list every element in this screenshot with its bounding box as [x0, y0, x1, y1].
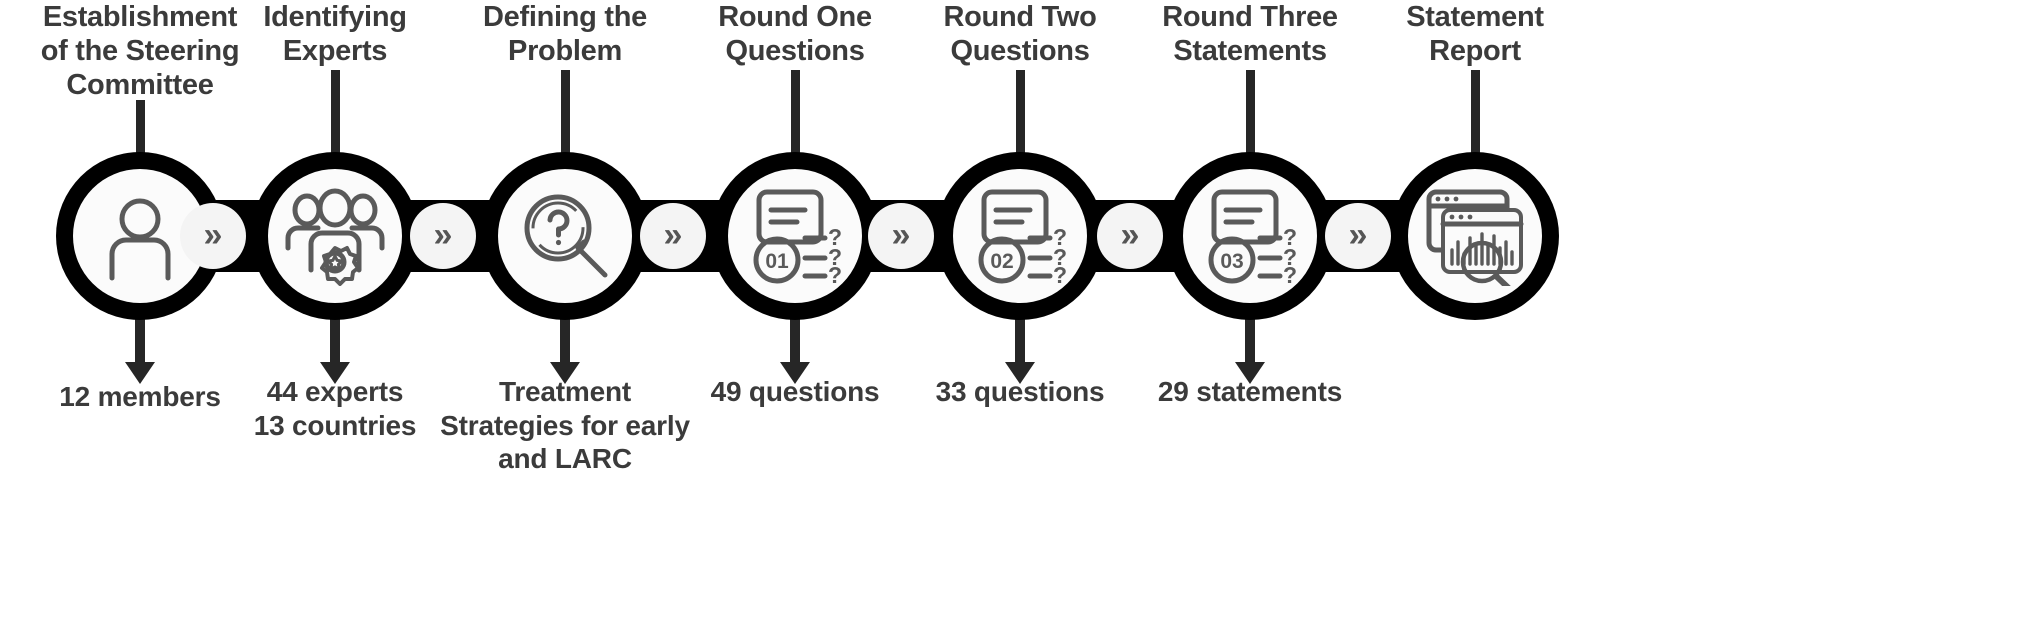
step-result-arrow	[1005, 300, 1035, 384]
step-circle[interactable]	[1391, 152, 1559, 320]
step-stem-connector	[790, 70, 800, 156]
report-dashboard-icon	[1408, 169, 1542, 303]
questionnaire-03-icon: 03 ? ? ?	[1183, 169, 1317, 303]
step-circle[interactable]: 03 ? ? ?	[1166, 152, 1334, 320]
step-stem-connector	[1245, 70, 1255, 156]
svg-text:?: ?	[828, 262, 842, 286]
svg-text:?: ?	[1053, 224, 1067, 250]
group-of-experts-icon	[268, 169, 402, 303]
magnifier-question-icon	[498, 169, 632, 303]
svg-text:?: ?	[1283, 224, 1297, 250]
step-circle[interactable]: 02 ? ? ?	[936, 152, 1104, 320]
chevron-right-icon: »	[1097, 203, 1163, 269]
step-result-arrow	[550, 300, 580, 384]
step-stem-connector	[560, 70, 570, 156]
svg-text:?: ?	[828, 244, 842, 270]
chevron-right-icon: »	[868, 203, 934, 269]
step-stem-connector	[1470, 70, 1480, 156]
svg-text:?: ?	[828, 224, 842, 250]
step-result-label: 12 members	[59, 381, 221, 412]
svg-text:03: 03	[1220, 250, 1243, 273]
questionnaire-02-icon: 02 ? ? ?	[953, 169, 1087, 303]
chevron-right-icon: »	[180, 203, 246, 269]
svg-text:?: ?	[1053, 244, 1067, 270]
step-result-arrow	[320, 300, 350, 384]
step-stem-connector	[330, 70, 340, 156]
chevron-right-icon: »	[1325, 203, 1391, 269]
chevron-right-icon: »	[410, 203, 476, 269]
svg-text:02: 02	[990, 250, 1013, 273]
step-circle[interactable]	[251, 152, 419, 320]
svg-text:?: ?	[1053, 262, 1067, 286]
step-result-arrow	[125, 300, 155, 384]
step-circle[interactable]	[481, 152, 649, 320]
questionnaire-01-icon: 01 ? ? ?	[728, 169, 862, 303]
step-result-arrow	[780, 300, 810, 384]
step-result-arrow	[1235, 300, 1265, 384]
step-circle[interactable]: 01 ? ? ?	[711, 152, 879, 320]
step-circle[interactable]	[56, 152, 224, 320]
step-stem-connector	[135, 100, 145, 156]
svg-text:?: ?	[1283, 244, 1297, 270]
svg-text:01: 01	[765, 250, 789, 273]
step-stem-connector	[1015, 70, 1025, 156]
chevron-right-icon: »	[640, 203, 706, 269]
svg-text:?: ?	[1283, 262, 1297, 286]
